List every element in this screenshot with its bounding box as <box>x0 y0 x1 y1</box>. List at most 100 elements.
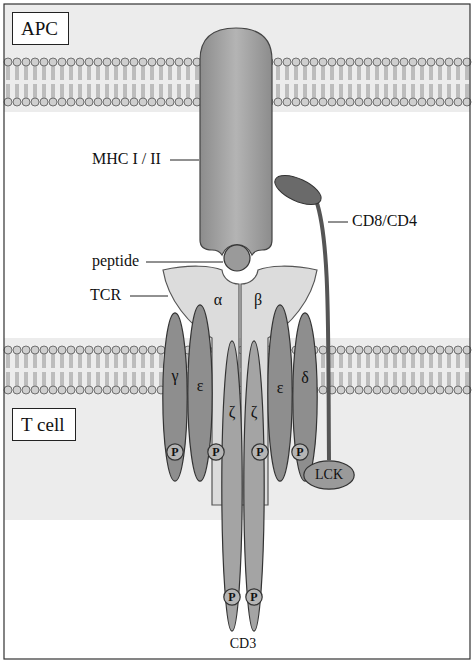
lipid-tail <box>34 354 35 368</box>
lipid-tail <box>63 354 64 368</box>
phospho-site: P <box>251 443 269 461</box>
lipid-head <box>445 98 453 106</box>
lipid-tail <box>394 372 395 386</box>
lipid-head <box>436 98 444 106</box>
lipid-tail <box>153 66 154 80</box>
lipid-head <box>445 386 453 394</box>
lipid-tail <box>423 84 424 98</box>
lipid-tail <box>385 66 386 80</box>
lipid-tail <box>160 372 161 386</box>
lipid-head <box>58 346 66 354</box>
lipid-tail <box>441 84 442 98</box>
lipid-tail <box>439 372 440 386</box>
lipid-tail <box>412 66 413 80</box>
lipid-tail <box>432 84 433 98</box>
lipid-tail <box>115 354 116 368</box>
chain-letter: ζ <box>251 404 258 420</box>
lipid-tail <box>151 84 152 98</box>
lipid-tail <box>378 66 379 80</box>
lipid-head <box>409 346 417 354</box>
lipid-tail <box>333 84 334 98</box>
lipid-tail <box>333 372 334 386</box>
lipid-tail <box>108 354 109 368</box>
lipid-tail <box>331 84 332 98</box>
lipid-head <box>400 346 408 354</box>
lipid-tail <box>360 372 361 386</box>
kinase-ellipse: LCK <box>303 460 355 490</box>
lipid-tail <box>144 84 145 98</box>
lipid-tail <box>459 66 460 80</box>
lipid-tail <box>151 66 152 80</box>
lipid-head <box>454 386 462 394</box>
lipid-tail <box>43 84 44 98</box>
lipid-tail <box>448 372 449 386</box>
leader-line <box>328 222 348 223</box>
lipid-tail <box>441 354 442 368</box>
lipid-tail <box>88 354 89 368</box>
lipid-tail <box>459 354 460 368</box>
part-name: MHC I / II <box>92 151 161 167</box>
lipid-tail <box>63 372 64 386</box>
lipid-tail <box>115 372 116 386</box>
lipid-head <box>40 386 48 394</box>
lipid-tail <box>369 372 370 386</box>
lipid-head <box>274 98 282 106</box>
lipid-tail <box>322 354 323 368</box>
lipid-tail <box>457 66 458 80</box>
lipid-tail <box>180 66 181 80</box>
lipid-tail <box>99 66 100 80</box>
lipid-tail <box>70 84 71 98</box>
phospho-site-shape <box>224 589 240 605</box>
chain-letter: ε <box>277 380 284 396</box>
lipid-head <box>418 346 426 354</box>
lipid-head <box>94 386 102 394</box>
cd3-chain-shape <box>293 313 317 481</box>
lipid-tail <box>27 84 28 98</box>
part-name: CD8/CD4 <box>352 213 417 229</box>
lipid-head <box>346 346 354 354</box>
lipid-tail <box>142 354 143 368</box>
lipid-head <box>400 98 408 106</box>
lipid-tail <box>351 372 352 386</box>
lipid-tail <box>90 354 91 368</box>
lipid-tail <box>367 372 368 386</box>
lipid-head <box>22 386 30 394</box>
lipid-tail <box>126 84 127 98</box>
lipid-tail <box>394 66 395 80</box>
part-name-holder: CD8/CD4 <box>352 213 417 229</box>
lipid-tail <box>324 372 325 386</box>
lipid-tail <box>90 372 91 386</box>
phospho-site-shape <box>208 444 224 460</box>
lipid-head <box>427 346 435 354</box>
lipid-head <box>283 58 291 66</box>
lipid-tail <box>126 372 127 386</box>
lipid-tail <box>97 84 98 98</box>
lipid-tail <box>160 84 161 98</box>
lipid-head <box>454 98 462 106</box>
lipid-tail <box>405 372 406 386</box>
lipid-tail <box>106 84 107 98</box>
lipid-tail <box>79 66 80 80</box>
lipid-head <box>4 346 12 354</box>
cell-name: APC <box>21 19 58 38</box>
lipid-head <box>319 386 327 394</box>
lipid-tail <box>160 354 161 368</box>
lipid-head <box>382 346 390 354</box>
lipid-tail <box>16 66 17 80</box>
lipid-tail <box>333 354 334 368</box>
lipid-tail <box>88 84 89 98</box>
lipid-tail <box>196 66 197 80</box>
lipid-head <box>382 58 390 66</box>
lipid-tail <box>367 66 368 80</box>
lipid-head <box>454 58 462 66</box>
lipid-head <box>112 386 120 394</box>
lipid-tail <box>396 84 397 98</box>
lipid-tail <box>144 372 145 386</box>
lipid-head <box>355 386 363 394</box>
lipid-tail <box>34 66 35 80</box>
lipid-head <box>373 58 381 66</box>
lipid-tail <box>450 84 451 98</box>
lipid-head <box>139 58 147 66</box>
lipid-tail <box>63 66 64 80</box>
lipid-head <box>76 98 84 106</box>
